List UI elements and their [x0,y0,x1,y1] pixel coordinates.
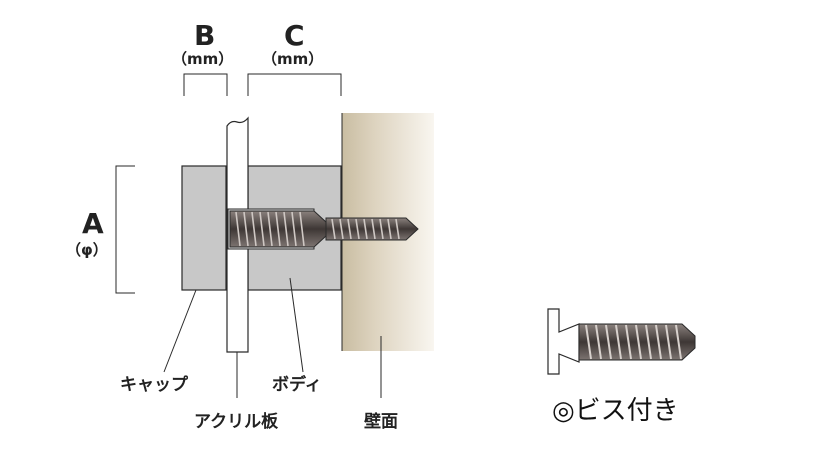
dimension-b-bracket [183,73,228,96]
dimension-c-bracket [247,73,342,96]
cap-part [181,165,227,291]
dimension-c-unit: （mm） [262,50,324,68]
dimension-b-unit: （mm） [172,50,234,68]
body-label: ボディ [272,375,322,395]
dimension-a-bracket [115,165,135,294]
dimension-c-letter: C [284,19,305,52]
cap-label: キャップ [120,375,188,395]
assembly-screw [227,208,419,250]
dimension-b-letter: B [194,19,216,52]
screw-included-caption: ◎ビス付き [552,396,679,426]
acrylic-label: アクリル板 [194,412,279,432]
cap-leader-line [163,289,197,373]
dimension-a-letter: A [82,207,104,240]
wall-label: 壁面 [364,412,398,432]
body-leader-line [289,277,304,373]
dimension-a-unit: （φ） [66,241,108,259]
standalone-screw-icon [547,308,696,375]
